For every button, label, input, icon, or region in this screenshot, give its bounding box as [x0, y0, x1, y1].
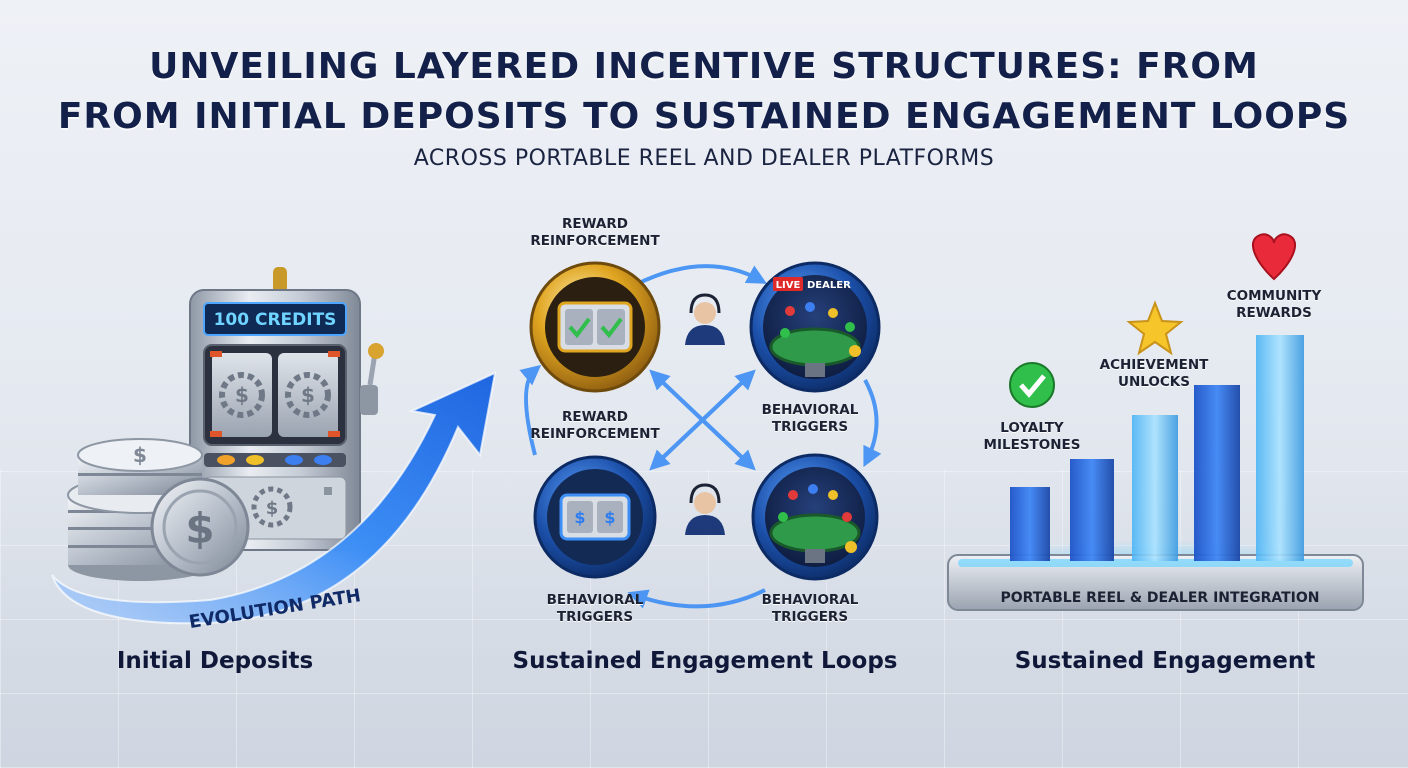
loop-node-reel-blue: $ $: [533, 455, 657, 579]
live-badge: LIVE: [776, 280, 801, 291]
growth-bars: [1010, 335, 1304, 561]
platform-label: PORTABLE REEL & DEALER INTEGRATION: [1000, 590, 1319, 606]
deposits-illustration: 100 CREDITS $ $ $ EVOLUTION PATH: [51, 267, 497, 633]
loop-diagram: LIVE DEALER $ $: [519, 261, 882, 609]
svg-text:$: $: [235, 383, 249, 407]
credits-display: 100 CREDITS: [214, 310, 337, 330]
loop-node-reel-gold: [529, 261, 661, 393]
evolution-path-arrow: EVOLUTION PATH: [51, 371, 497, 633]
svg-text:$: $: [185, 504, 214, 553]
headset-agent-icon: [685, 293, 725, 345]
headset-agent-icon: [685, 483, 725, 535]
subtitle: ACROSS PORTABLE REEL AND DEALER PLATFORM…: [413, 146, 995, 171]
title-line-1: UNVEILING LAYERED INCENTIVE STRUCTURES: …: [149, 46, 1259, 87]
loops-caption: Sustained Engagement Loops: [512, 648, 898, 674]
dealer-badge: DEALER: [807, 280, 851, 291]
slot-machine: 100 CREDITS $ $ $: [189, 267, 384, 551]
title-line-2: FROM INITIAL DEPOSITS TO SUSTAINED ENGAG…: [57, 96, 1351, 137]
svg-text:$: $: [301, 383, 315, 407]
svg-text:$: $: [266, 498, 279, 519]
deposits-caption: Initial Deposits: [116, 648, 314, 674]
check-icon: [1009, 362, 1055, 408]
svg-text:$: $: [574, 508, 585, 527]
svg-text:$: $: [604, 508, 615, 527]
engagement-illustration: PORTABLE REEL & DEALER INTEGRATION: [947, 233, 1364, 611]
coin-stack: $ $: [67, 438, 250, 581]
loop-arrows: [519, 264, 882, 609]
engagement-caption: Sustained Engagement: [1014, 648, 1316, 674]
loop-node-dealer-table: [751, 453, 879, 581]
star-icon: [1126, 300, 1184, 356]
svg-text:$: $: [133, 443, 147, 467]
heart-icon: [1251, 233, 1297, 281]
loop-node-live-dealer: LIVE DEALER: [749, 261, 881, 393]
